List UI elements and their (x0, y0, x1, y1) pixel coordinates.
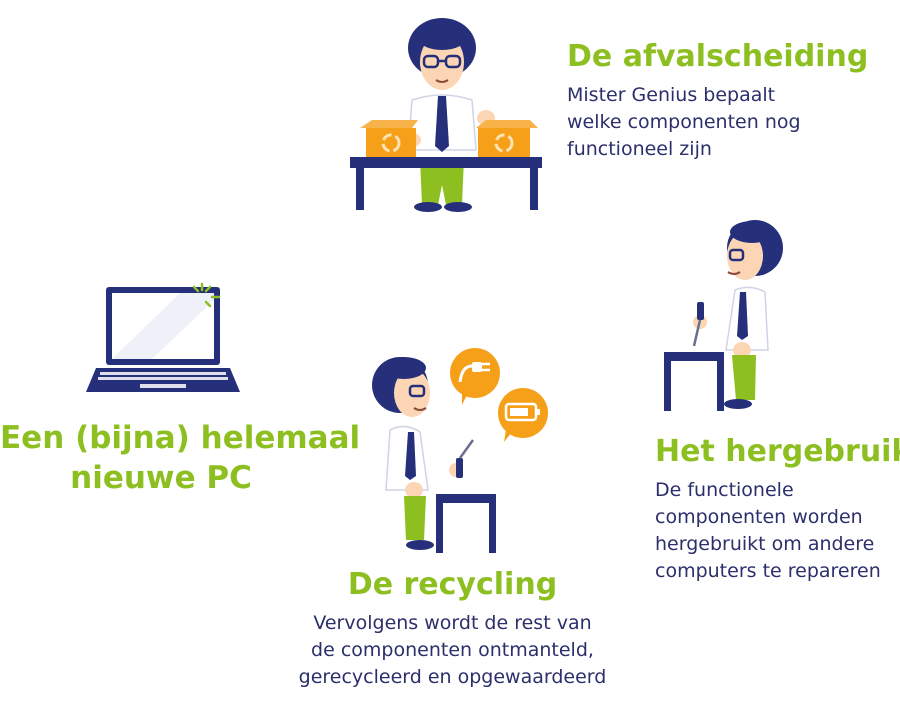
screwdriver-icon (456, 439, 475, 478)
step-sorting-description: Mister Genius bepaalt welke componenten … (567, 84, 801, 160)
step-sorting-title: De afvalscheiding (567, 39, 869, 74)
laptop-icon (86, 282, 240, 392)
recycle-box-icon (476, 120, 538, 158)
battery-icon (498, 388, 548, 442)
mister-genius-icon (403, 18, 495, 212)
step-result-title: Een (bijna) helemaal nieuwe PC (0, 420, 361, 496)
screwdriver-icon (692, 302, 704, 347)
step-recycling: De recycling Vervolgens wordt de rest va… (250, 568, 655, 691)
mister-genius-icon (372, 357, 463, 550)
sparkle-icon (192, 282, 221, 308)
stool (664, 352, 724, 411)
step-sorting: De afvalscheiding Mister Genius bepaalt … (567, 40, 868, 163)
power-plug-icon (450, 348, 500, 405)
step-recycling-description: Vervolgens wordt de rest van de componen… (298, 612, 607, 688)
stool (436, 494, 496, 553)
step-reuse: Het hergebruik De functionele componente… (655, 435, 900, 585)
step-reuse-description: De functionele componenten worden hergeb… (655, 479, 881, 582)
step-recycling-title: De recycling (347, 567, 558, 602)
recycle-box-icon (360, 120, 418, 158)
step-reuse-title: Het hergebruik (655, 434, 900, 469)
step-result: Een (bijna) helemaal nieuwe PC (0, 418, 361, 498)
mister-genius-icon (693, 220, 783, 409)
desk (350, 157, 542, 210)
